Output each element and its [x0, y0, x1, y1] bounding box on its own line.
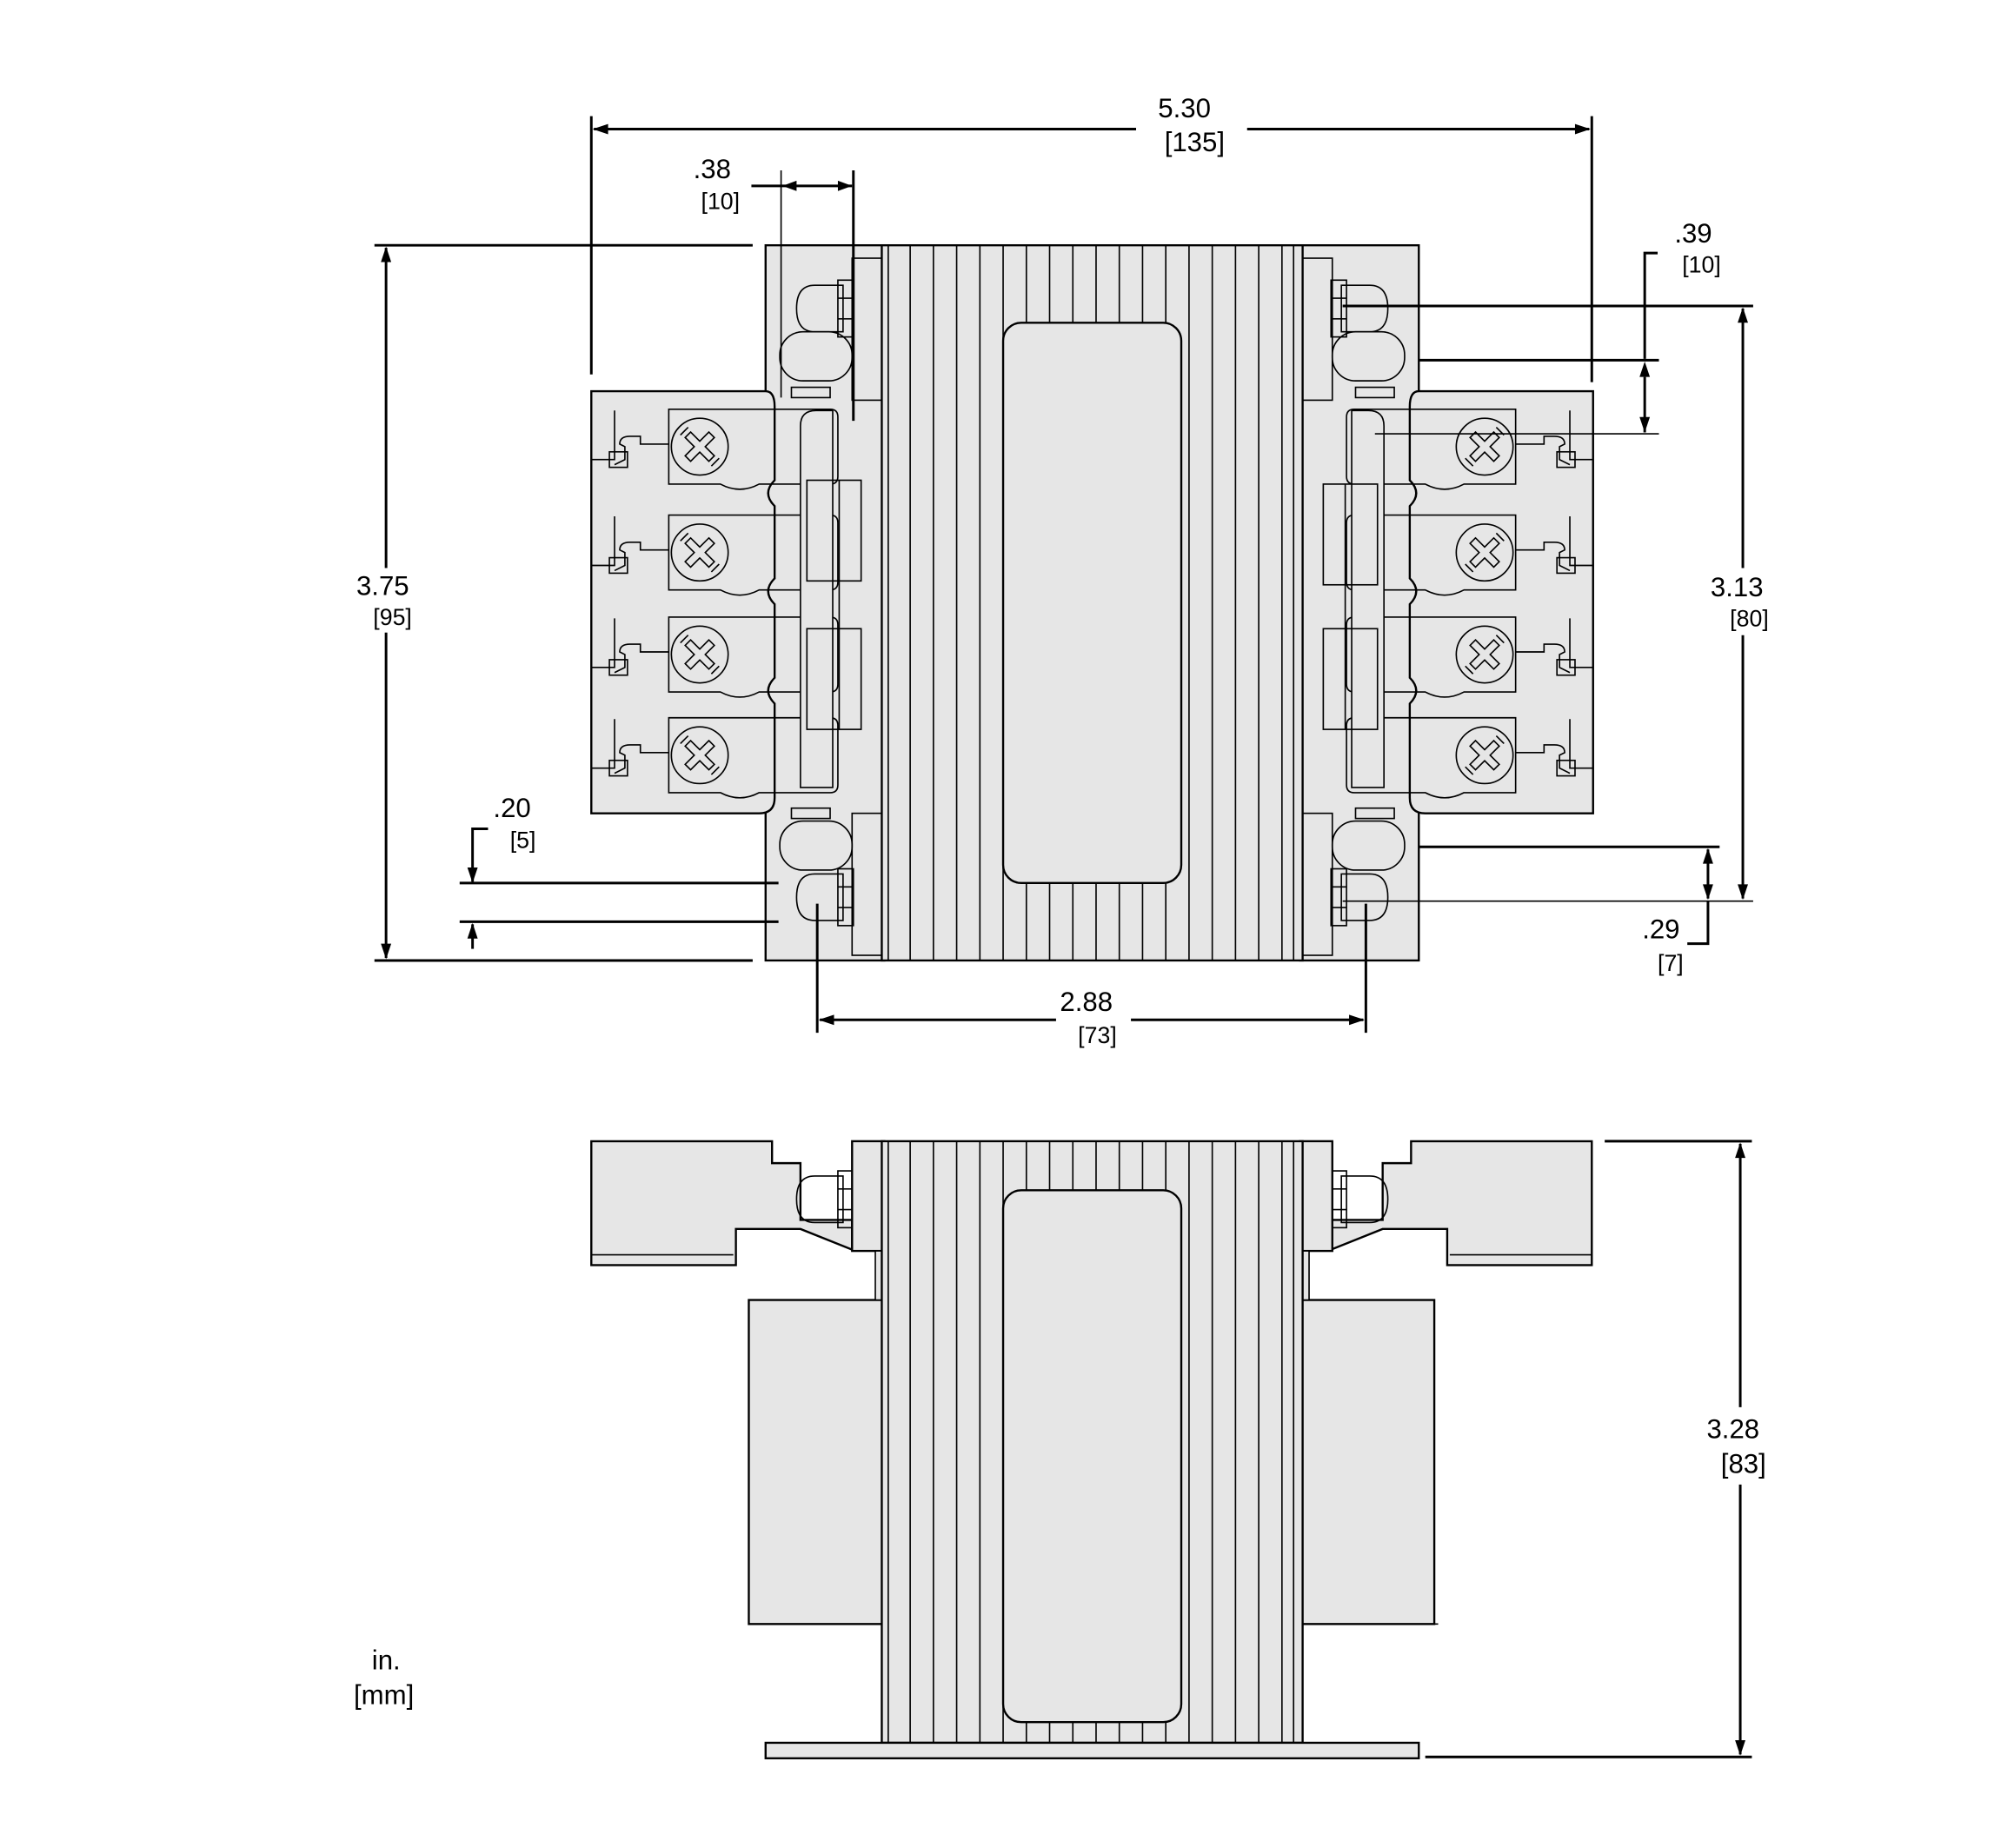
left-terminal-profile	[590, 1140, 854, 1266]
nameplate-window-top	[1001, 322, 1183, 885]
top-view: 5.30 [135] .38 [10] 3.75 [95]	[354, 93, 1769, 1048]
dim-5-30-in: 5.30	[1158, 93, 1211, 123]
left-coil	[748, 1299, 885, 1625]
base-plate	[764, 1741, 1420, 1759]
dim-0-29-mm: [7]	[1658, 950, 1684, 976]
dim-0-38-in: .38	[694, 154, 731, 184]
dim-3-13-mm: [80]	[1730, 605, 1769, 631]
core-laminations-side	[881, 1140, 1304, 1745]
dimension-mounting-horizontal: 2.88 [73]	[815, 903, 1367, 1048]
dimension-slot-offset-top: .38 [10]	[694, 154, 855, 422]
dim-0-20-in: .20	[493, 793, 530, 823]
dim-3-75-in: 3.75	[356, 571, 409, 602]
dimension-mounting-vertical: 3.13 [80]	[1342, 304, 1769, 902]
left-terminal-block	[590, 389, 862, 814]
dim-0-20-mm: [5]	[510, 828, 536, 854]
dimension-slot-width: .20 [5]	[459, 793, 779, 949]
units-legend: in. [mm]	[354, 1645, 414, 1710]
right-terminal-profile	[1330, 1140, 1593, 1266]
unit-mm-label: [mm]	[354, 1679, 414, 1710]
dim-2-88-in: 2.88	[1060, 987, 1113, 1017]
core-laminations-top	[881, 243, 1304, 962]
dim-3-75-mm: [95]	[373, 604, 412, 630]
side-view: 3.28 [83]	[590, 1140, 1766, 1759]
dim-0-39-in: .39	[1674, 218, 1712, 249]
unit-inches-label: in.	[372, 1645, 401, 1675]
dim-5-30-mm: [135]	[1165, 127, 1225, 157]
right-coil	[1299, 1299, 1436, 1625]
dim-3-28-mm: [83]	[1721, 1449, 1766, 1479]
dim-3-28-in: 3.28	[1706, 1413, 1759, 1444]
dimension-terminal-offset: .39 [10]	[1374, 218, 1721, 435]
nameplate-window-side	[1001, 1189, 1183, 1724]
dim-0-39-mm: [10]	[1682, 251, 1721, 277]
dim-3-13-in: 3.13	[1711, 572, 1764, 602]
dimension-overall-height: 3.28 [83]	[1425, 1140, 1766, 1758]
dim-0-29-in: .29	[1642, 914, 1679, 945]
dim-2-88-mm: [73]	[1078, 1022, 1117, 1048]
dim-0-38-mm: [10]	[701, 189, 741, 215]
dimension-overall-depth: 3.75 [95]	[354, 243, 753, 962]
dimension-slot-offset-right: .29 [7]	[1419, 845, 1720, 976]
right-terminal-block	[1322, 389, 1594, 814]
